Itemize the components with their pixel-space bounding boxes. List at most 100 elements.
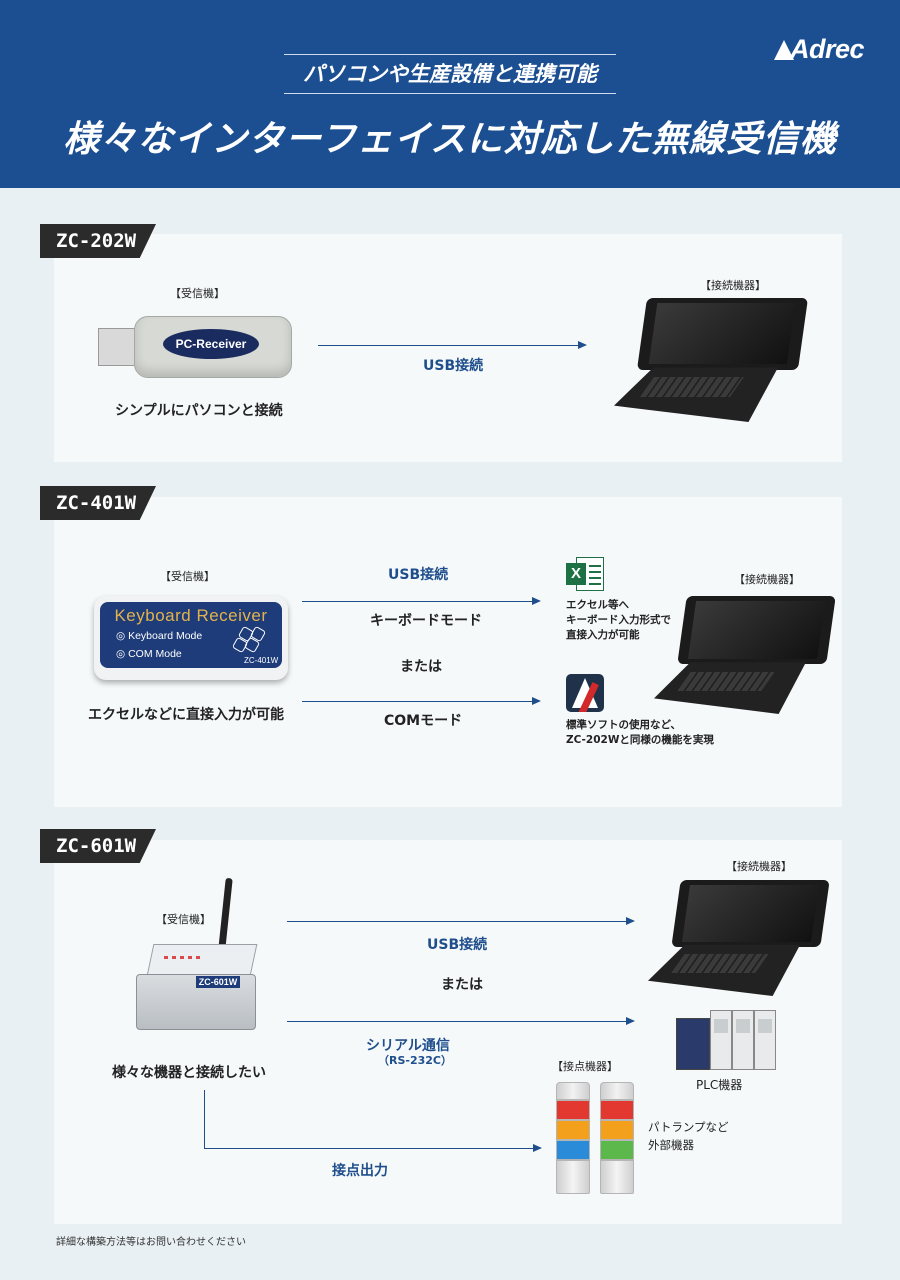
zc401w-com-mode: COMモード: [384, 713, 463, 729]
status-led: [196, 956, 200, 959]
tower-cap: [600, 1082, 634, 1100]
tower-note-line: パトランプなど: [648, 1120, 729, 1134]
brand-logo: Adrec: [773, 34, 865, 65]
usb-plug: [98, 328, 140, 366]
keyboard-mode-text: ◎ Keyboard Mode: [116, 630, 202, 642]
zc202w-caption: シンプルにパソコンと接続: [115, 403, 283, 419]
excel-x-glyph: X: [566, 563, 586, 585]
zc601w-tag: ZC-601W: [40, 829, 156, 863]
laptop-screen: [677, 596, 836, 665]
keyboard-receiver-model: ZC-401W: [244, 656, 279, 665]
red-light: [556, 1100, 590, 1120]
zc601w-caption: 様々な機器と接続したい: [112, 1065, 266, 1081]
laptop-keyboard: [671, 954, 769, 973]
zc202w-arrow-head: [578, 341, 587, 349]
keyboard-receiver-face: Keyboard Receiver ◎ Keyboard Mode ◎ COM …: [100, 602, 282, 668]
amber-light: [600, 1120, 634, 1140]
tower-base: [556, 1160, 590, 1194]
page-subtitle: パソコンや生産設備と連携可能: [303, 62, 597, 86]
zc601w-or: または: [441, 977, 483, 993]
signal-tower-1: [556, 1082, 590, 1194]
zc601w-contact-line: [204, 1148, 534, 1149]
amber-light: [556, 1120, 590, 1140]
plc-module: [732, 1010, 754, 1070]
excel-icon: X: [566, 555, 604, 593]
excel-note-line: キーボード入力形式で: [566, 614, 671, 626]
header-banner: Adrec パソコンや生産設備と連携可能 様々なインターフェイスに対応した無線受…: [0, 0, 900, 188]
zc601w-serial-arrow-head: [626, 1017, 635, 1025]
keyboard-receiver-image: Keyboard Receiver ◎ Keyboard Mode ◎ COM …: [94, 596, 288, 680]
tower-note: パトランプなど 外部機器: [648, 1118, 729, 1154]
com-mode-text: ◎ COM Mode: [116, 648, 182, 660]
red-light: [600, 1100, 634, 1120]
plc-module: [710, 1010, 732, 1070]
zc401w-caption: エクセルなどに直接入力が可能: [88, 707, 284, 723]
zc401w-keyboard-arrow-head: [532, 597, 541, 605]
subtitle-frame: パソコンや生産設備と連携可能: [284, 54, 616, 94]
zc202w-tag: ZC-202W: [40, 224, 156, 258]
zc601w-contact-arrow-head: [533, 1144, 542, 1152]
zc601w-receiver-label: 【受信機】: [156, 913, 211, 926]
status-led: [164, 956, 168, 959]
laptop-keyboard: [639, 377, 744, 398]
plc-label: PLC機器: [696, 1078, 743, 1092]
usb-label-oval: PC-Receiver: [163, 329, 259, 359]
zc202w-receiver-label: 【受信機】: [170, 287, 225, 300]
mode-dot-icon: ◎: [116, 648, 129, 660]
keyboard-mode-label: Keyboard Mode: [128, 630, 203, 642]
zc601w-usb-arrow: [287, 921, 627, 922]
tower-base: [600, 1160, 634, 1194]
device-label-plate: ZC-601W: [196, 976, 240, 988]
laptop-screen: [636, 298, 808, 370]
plc-power-module: [676, 1018, 710, 1070]
zc401w-receiver-label: 【受信機】: [160, 570, 215, 583]
logo-triangle-icon: [773, 40, 794, 60]
status-led: [180, 956, 184, 959]
logo-text: Adrec: [789, 34, 865, 64]
com-mode-label: COM Mode: [128, 648, 182, 660]
laptop-image: [614, 298, 808, 422]
laptop-screen: [671, 880, 830, 948]
zc601w-target-label: 【接続機器】: [726, 860, 792, 873]
tower-cap: [556, 1082, 590, 1100]
zc601w-usb-label: USB接続: [427, 937, 488, 953]
page-title: 様々なインターフェイスに対応した無線受信機: [63, 119, 837, 160]
keyboard-receiver-title: Keyboard Receiver: [114, 606, 268, 625]
footnote: 詳細な構築方法等はお問い合わせください: [56, 1237, 246, 1248]
adrec-app-icon: [566, 674, 604, 712]
zc601w-contact-line-vertical: [204, 1090, 205, 1148]
status-led: [188, 956, 192, 959]
excel-note-line: 直接入力が可能: [566, 629, 640, 641]
plc-module: [754, 1010, 776, 1070]
zc401w-or: または: [400, 659, 442, 675]
zc401w-tag: ZC-401W: [40, 486, 156, 520]
zc601w-contact-label: 接点出力: [332, 1163, 388, 1179]
plc-image: [676, 1004, 788, 1070]
signal-tower-2: [600, 1082, 634, 1194]
zc401w-com-arrow-head: [532, 697, 541, 705]
zc401w-usb-label: USB接続: [388, 567, 449, 583]
contact-device-label: 【接点機器】: [552, 1060, 618, 1073]
device-top-panel: [146, 944, 258, 976]
laptop-image: [654, 596, 836, 714]
excel-note-line: エクセル等へ: [566, 599, 629, 611]
zc401w-com-arrow: [302, 701, 534, 702]
app-note-line: ZC-202Wと同様の機能を実現: [566, 734, 714, 746]
app-note: 標準ソフトの使用など、 ZC-202Wと同様の機能を実現: [566, 718, 714, 748]
zc401w-keyboard-arrow: [302, 601, 534, 602]
zc601w-usb-arrow-head: [626, 917, 635, 925]
laptop-image: [648, 880, 830, 996]
zc202w-usb-label: USB接続: [423, 358, 484, 374]
mode-dot-icon: ◎: [116, 630, 129, 642]
usb-body: [134, 316, 292, 378]
zc601w-serial-label: シリアル通信: [366, 1038, 450, 1054]
zc202w-usb-arrow: [318, 345, 580, 346]
zc401w-target-label: 【接続機器】: [734, 573, 800, 586]
zc601w-serial-sub: （RS-232C）: [378, 1054, 452, 1067]
status-led: [172, 956, 176, 959]
tower-note-line: 外部機器: [648, 1138, 694, 1152]
zc401w-keyboard-mode: キーボードモード: [370, 613, 482, 629]
zc202w-target-label: 【接続機器】: [700, 279, 766, 292]
usb-device-text: PC-Receiver: [175, 337, 247, 351]
app-note-line: 標準ソフトの使用など、: [566, 719, 681, 731]
